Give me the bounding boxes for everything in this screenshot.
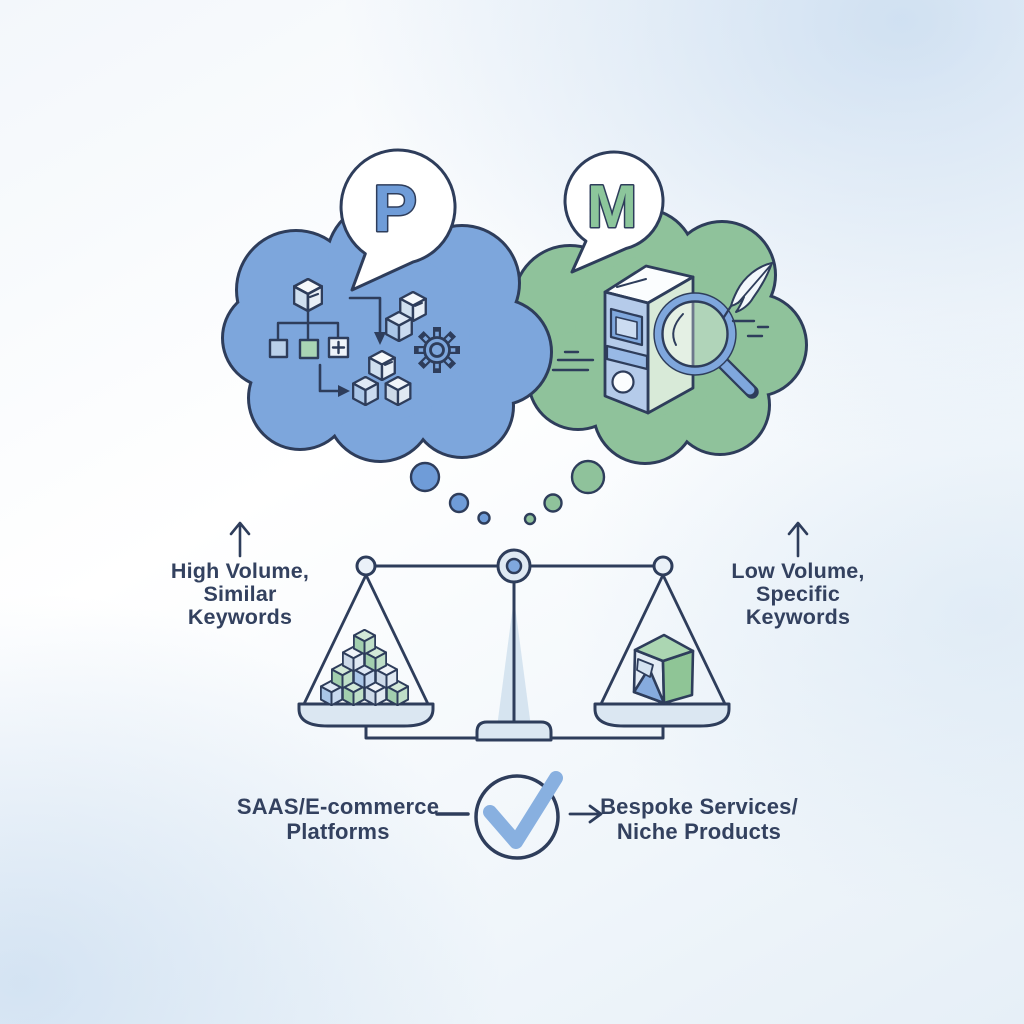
right-pan (593, 702, 731, 728)
pedestal (475, 720, 553, 742)
left-label-line1: High Volume, (171, 559, 309, 583)
right-label-line2: Specific (756, 582, 840, 606)
balance-scale-icon (297, 548, 731, 742)
speech-bubble-m: M (563, 150, 665, 274)
left-label: High Volume, Similar Keywords (171, 559, 309, 629)
cube-pair-icon (385, 291, 427, 342)
right-hanger (652, 555, 674, 577)
hierarchy-flowchart-icon (268, 278, 350, 360)
letter-p: P (373, 171, 417, 245)
right-up-arrow-icon (787, 521, 809, 558)
right-pan-large-cube (632, 633, 695, 705)
magnifying-glass-icon (653, 292, 759, 399)
left-label-line3: Keywords (188, 605, 292, 629)
letter-m: M (587, 173, 637, 240)
right-label-line3: Keywords (746, 605, 850, 629)
elbow-arrow-right-icon (318, 363, 350, 397)
scale-strings (302, 574, 727, 705)
bottom-left-label: SAAS/E-commerce Platforms (237, 794, 439, 844)
bottom-right-line2: Niche Products (617, 819, 781, 844)
left-pan (297, 702, 435, 728)
thought-dots (409, 459, 606, 526)
gear-icon (414, 327, 460, 373)
right-label-line1: Low Volume, (731, 559, 864, 583)
elbow-arrow-down-icon (348, 296, 386, 345)
bottom-right-line1: Bespoke Services/ (600, 794, 798, 819)
right-label: Low Volume, Specific Keywords (731, 559, 864, 629)
flow-arrow-icon (568, 804, 603, 824)
cube-cluster-icon (352, 350, 412, 406)
left-hanger (355, 555, 377, 577)
speech-bubble-p: P (339, 148, 457, 292)
speed-lines (551, 319, 770, 372)
left-up-arrow-icon (229, 521, 251, 558)
quill-icon (722, 262, 773, 319)
bottom-right-label: Bespoke Services/ Niche Products (600, 794, 798, 844)
checkmark-icon (483, 771, 563, 849)
left-label-line2: Similar (203, 582, 277, 606)
bottom-left-line2: Platforms (286, 819, 389, 844)
checkmark-circle-icon (474, 771, 563, 860)
bottom-left-line1: SAAS/E-commerce (237, 794, 439, 819)
product-box-icon (603, 264, 695, 415)
